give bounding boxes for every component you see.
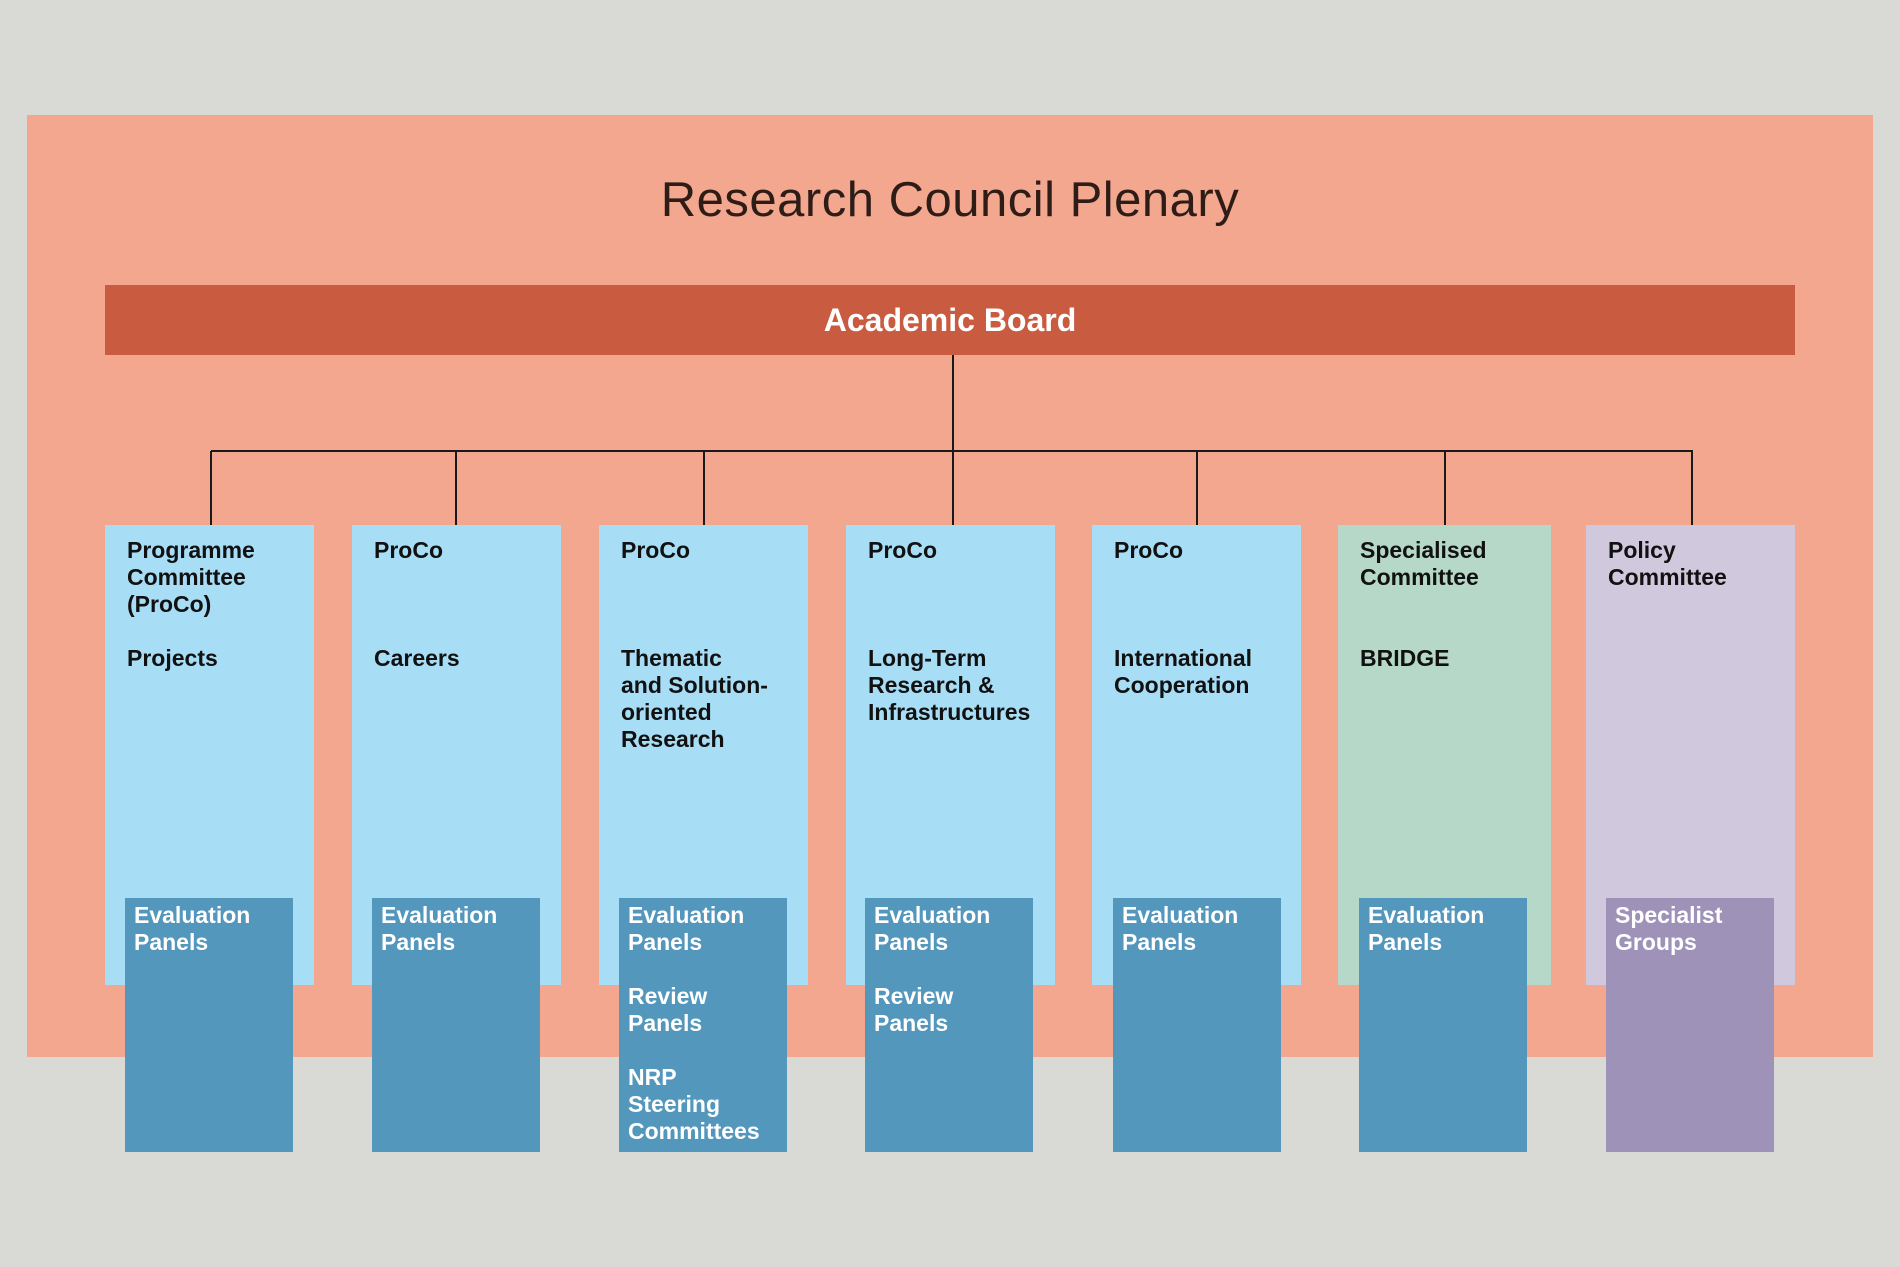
plenary-title: Research Council Plenary bbox=[660, 173, 1240, 227]
panel-label: Evaluation Panels bbox=[134, 902, 251, 955]
committee-label: Programme Committee (ProCo) Projects bbox=[127, 537, 255, 671]
panel-label: Review Panels bbox=[874, 983, 954, 1036]
panel-label: Evaluation Panels bbox=[1368, 902, 1485, 955]
committee-label: ProCo Careers bbox=[374, 537, 460, 671]
academic-board-label: Academic Board bbox=[823, 301, 1077, 338]
panel-box-projects: Evaluation Panels bbox=[125, 898, 293, 1152]
committee-label: ProCo International Cooperation bbox=[1114, 537, 1253, 698]
academic-board-box: Academic Board bbox=[105, 285, 1795, 355]
panel-label: Evaluation Panels bbox=[381, 902, 498, 955]
panel-label: Specialist Groups bbox=[1615, 902, 1723, 955]
panel-box-careers: Evaluation Panels bbox=[372, 898, 540, 1152]
panel-label: NRP Steering Committees bbox=[628, 1064, 760, 1144]
committee-label: ProCo Thematic and Solution- oriented Re… bbox=[621, 537, 768, 752]
panel-box-international: Evaluation Panels bbox=[1113, 898, 1281, 1152]
panel-label: Evaluation Panels bbox=[1122, 902, 1239, 955]
committee-label: Specialised Committee BRIDGE bbox=[1360, 537, 1487, 671]
panel-box-long-term: Evaluation Panels Review Panels bbox=[865, 898, 1033, 1152]
panel-box-policy: Specialist Groups bbox=[1606, 898, 1774, 1152]
panel-box-bridge: Evaluation Panels bbox=[1359, 898, 1527, 1152]
panel-label: Evaluation Panels bbox=[874, 902, 991, 955]
committee-label: ProCo Long-Term Research & Infrastructur… bbox=[868, 537, 1031, 725]
panel-box-thematic: Evaluation Panels Review Panels NRP Stee… bbox=[619, 898, 787, 1152]
panel-label: Review Panels bbox=[628, 983, 708, 1036]
committee-label: Policy Committee bbox=[1608, 537, 1727, 590]
panel-label: Evaluation Panels bbox=[628, 902, 745, 955]
